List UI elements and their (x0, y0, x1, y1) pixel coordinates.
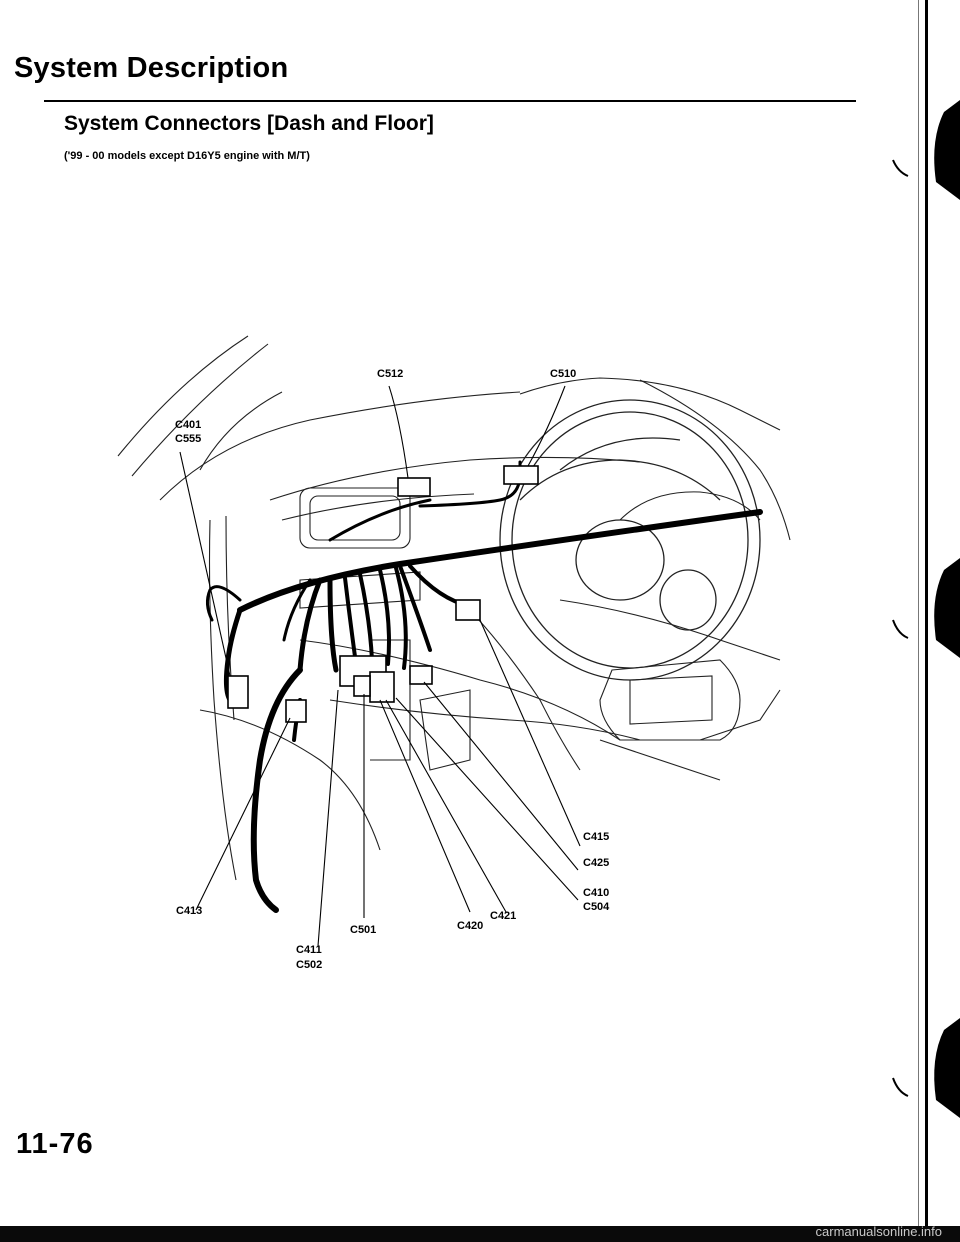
connector-c401-block (227, 675, 249, 709)
label-c504: C504 (583, 901, 610, 913)
title-rule (44, 100, 856, 102)
connector-c425-block (409, 665, 433, 685)
label-c410: C410 (583, 887, 609, 899)
label-c401: C401 (175, 419, 201, 431)
margin-dots (934, 100, 960, 1118)
label-c425: C425 (583, 857, 609, 869)
connector-c415-block (455, 599, 481, 621)
right-border (925, 0, 928, 1242)
label-c502: C502 (296, 959, 322, 971)
connector-c510-block (503, 465, 539, 485)
watermark: carmanualsonline.info (815, 1224, 942, 1239)
label-c510: C510 (550, 368, 576, 380)
model-note: ('99 - 00 models except D16Y5 engine wit… (64, 150, 310, 162)
section-title: System Description (14, 52, 289, 84)
label-c555: C555 (175, 433, 201, 445)
label-c421: C421 (490, 910, 516, 922)
dashboard-outline (117, 335, 791, 881)
label-c415: C415 (583, 831, 609, 843)
steering-wheel (499, 399, 761, 681)
right-border-thin (918, 0, 919, 1242)
label-c411: C411 (296, 944, 322, 956)
connector-blocks (227, 465, 539, 723)
page-number: 11-76 (16, 1128, 94, 1160)
connector-c413-block (285, 699, 307, 723)
connector-c410-block (369, 671, 395, 703)
margin-marks (892, 159, 909, 1097)
wiring-harness (205, 460, 763, 913)
label-c501: C501 (350, 924, 376, 936)
connector-labels: C512 C510 C401 C555 C415 C425 C410 C504 … (175, 368, 610, 971)
connector-c512-block (397, 477, 431, 497)
label-c512: C512 (377, 368, 403, 380)
label-c420: C420 (457, 920, 483, 932)
connector-c501-block (353, 675, 371, 697)
label-c413: C413 (176, 905, 202, 917)
subtitle: System Connectors [Dash and Floor] (64, 112, 434, 135)
leader-lines (179, 385, 581, 947)
bottom-band (0, 1226, 960, 1242)
